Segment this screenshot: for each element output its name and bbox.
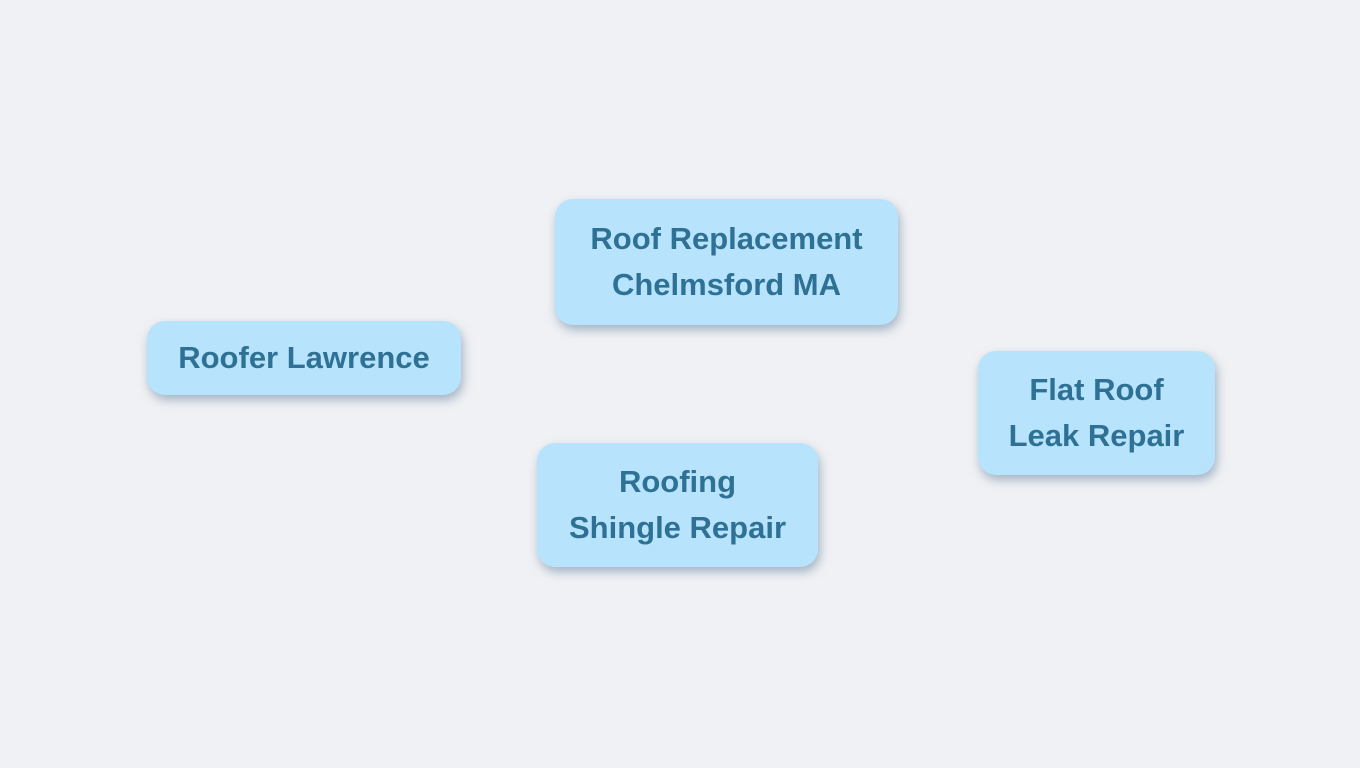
node-roof-replacement-chelmsford-ma[interactable]: Roof Replacement Chelmsford MA: [555, 199, 898, 325]
node-label: Roofer Lawrence: [178, 340, 430, 375]
node-roofer-lawrence[interactable]: Roofer Lawrence: [147, 321, 461, 395]
node-label-line: Shingle Repair: [568, 510, 787, 545]
node-label-line: Roof Replacement: [590, 221, 863, 256]
node-roofing-shingle-repair[interactable]: Roofing Shingle Repair: [537, 443, 818, 567]
node-label-line: Roofing: [618, 464, 737, 499]
node-label-line: Chelmsford MA: [611, 267, 842, 302]
node-label-line: Flat Roof: [1029, 372, 1164, 407]
node-flat-roof-leak-repair[interactable]: Flat Roof Leak Repair: [978, 351, 1215, 475]
node-label-line: Leak Repair: [1008, 418, 1185, 453]
